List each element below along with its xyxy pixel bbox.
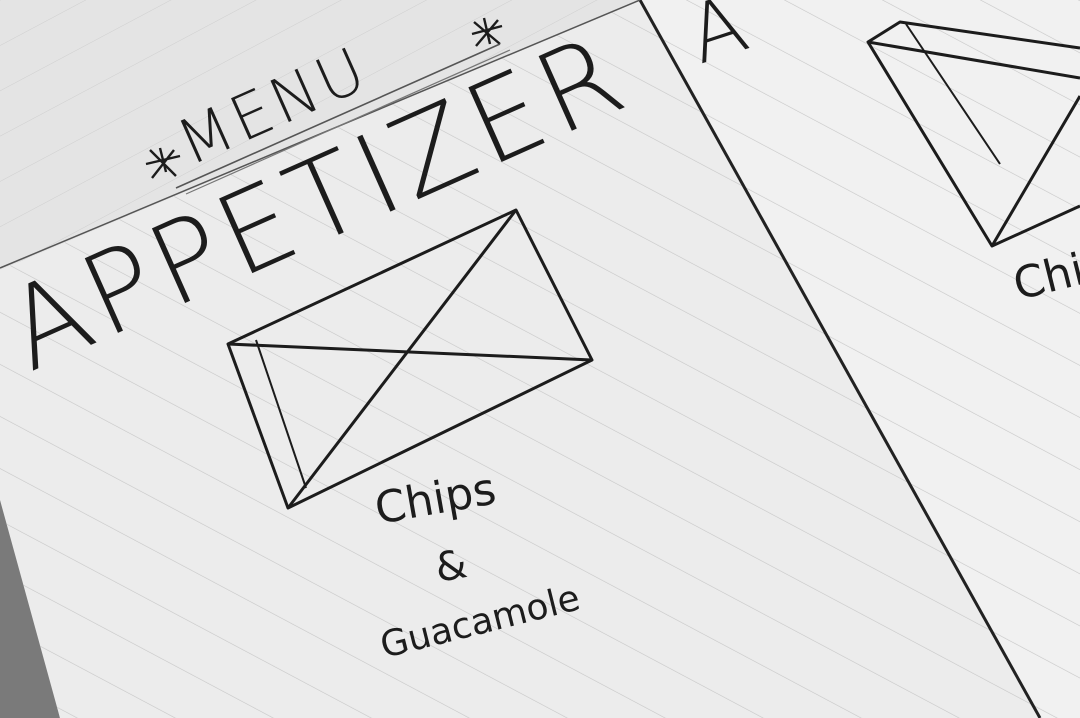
star-icon <box>471 17 503 47</box>
crossed-box-placeholder-icon <box>866 20 1080 248</box>
crossed-box-placeholder-icon <box>226 208 594 510</box>
title-underline <box>175 43 501 189</box>
page-divider-line <box>638 0 1042 718</box>
star-icon <box>145 147 181 179</box>
